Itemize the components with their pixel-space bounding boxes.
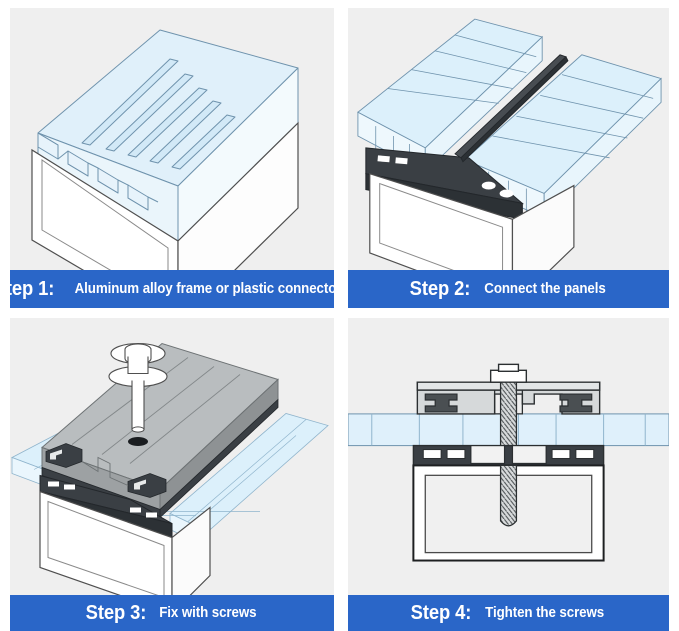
caption-bar-step-3: Step 3: Fix with screws — [10, 595, 334, 631]
screw-shaft-inside-box — [499, 464, 518, 527]
left-sheet — [357, 18, 544, 173]
step-card-2: Step 2: Connect the panels — [348, 8, 669, 308]
step-label-3: Step 3: — [85, 601, 147, 624]
step-card-4: Step 4: Tighten the screws — [348, 318, 669, 631]
step-label-2: Step 2: — [409, 277, 470, 300]
step-card-1: Step 1: Aluminum alloy frame or plastic … — [0, 8, 341, 308]
step-description-1: Aluminum alloy frame or plastic connecto… — [74, 281, 342, 297]
step-description-4: Tighten the screws — [485, 605, 604, 621]
step-cell-1: Step 1: Aluminum alloy frame or plastic … — [0, 0, 341, 308]
step-description-3: Fix with screws — [159, 605, 257, 621]
step-cell-4: Step 4: Tighten the screws — [339, 308, 679, 631]
caption-bar-step-4: Step 4: Tighten the screws — [348, 595, 669, 631]
top-cover-cap-section — [416, 381, 601, 415]
base-profile-section — [412, 444, 605, 467]
step-cell-3: Step 3: Fix with screws — [0, 308, 339, 631]
isometric-two-polycarbonate-panels-svg — [357, 18, 662, 270]
caption-bar-step-2: Step 2: Connect the panels — [348, 270, 669, 308]
illustration-step-2 — [348, 8, 669, 270]
illustration-step-4 — [348, 318, 669, 595]
isometric-cap-with-screw-svg — [11, 342, 329, 595]
cap-gasket-channels — [45, 443, 167, 498]
illustration-step-3 — [10, 318, 334, 595]
step-cell-2: Step 2: Connect the panels — [339, 0, 679, 308]
frame-box — [39, 490, 211, 595]
isometric-ribbed-aluminum-frame-profile-svg — [31, 29, 299, 270]
illustration-step-1 — [10, 8, 334, 270]
step-card-3: Step 3: Fix with screws — [10, 318, 334, 631]
frame-box — [369, 172, 575, 270]
screw-assembly — [108, 342, 168, 446]
step-label-1: Step 1: — [0, 277, 55, 300]
step-description-2: Connect the panels — [483, 281, 606, 297]
cross-section-assembled-joint-svg — [348, 363, 669, 562]
step-label-4: Step 4: — [410, 601, 472, 624]
bolt-head — [489, 363, 528, 383]
caption-bar-step-1: Step 1: Aluminum alloy frame or plastic … — [0, 270, 341, 308]
